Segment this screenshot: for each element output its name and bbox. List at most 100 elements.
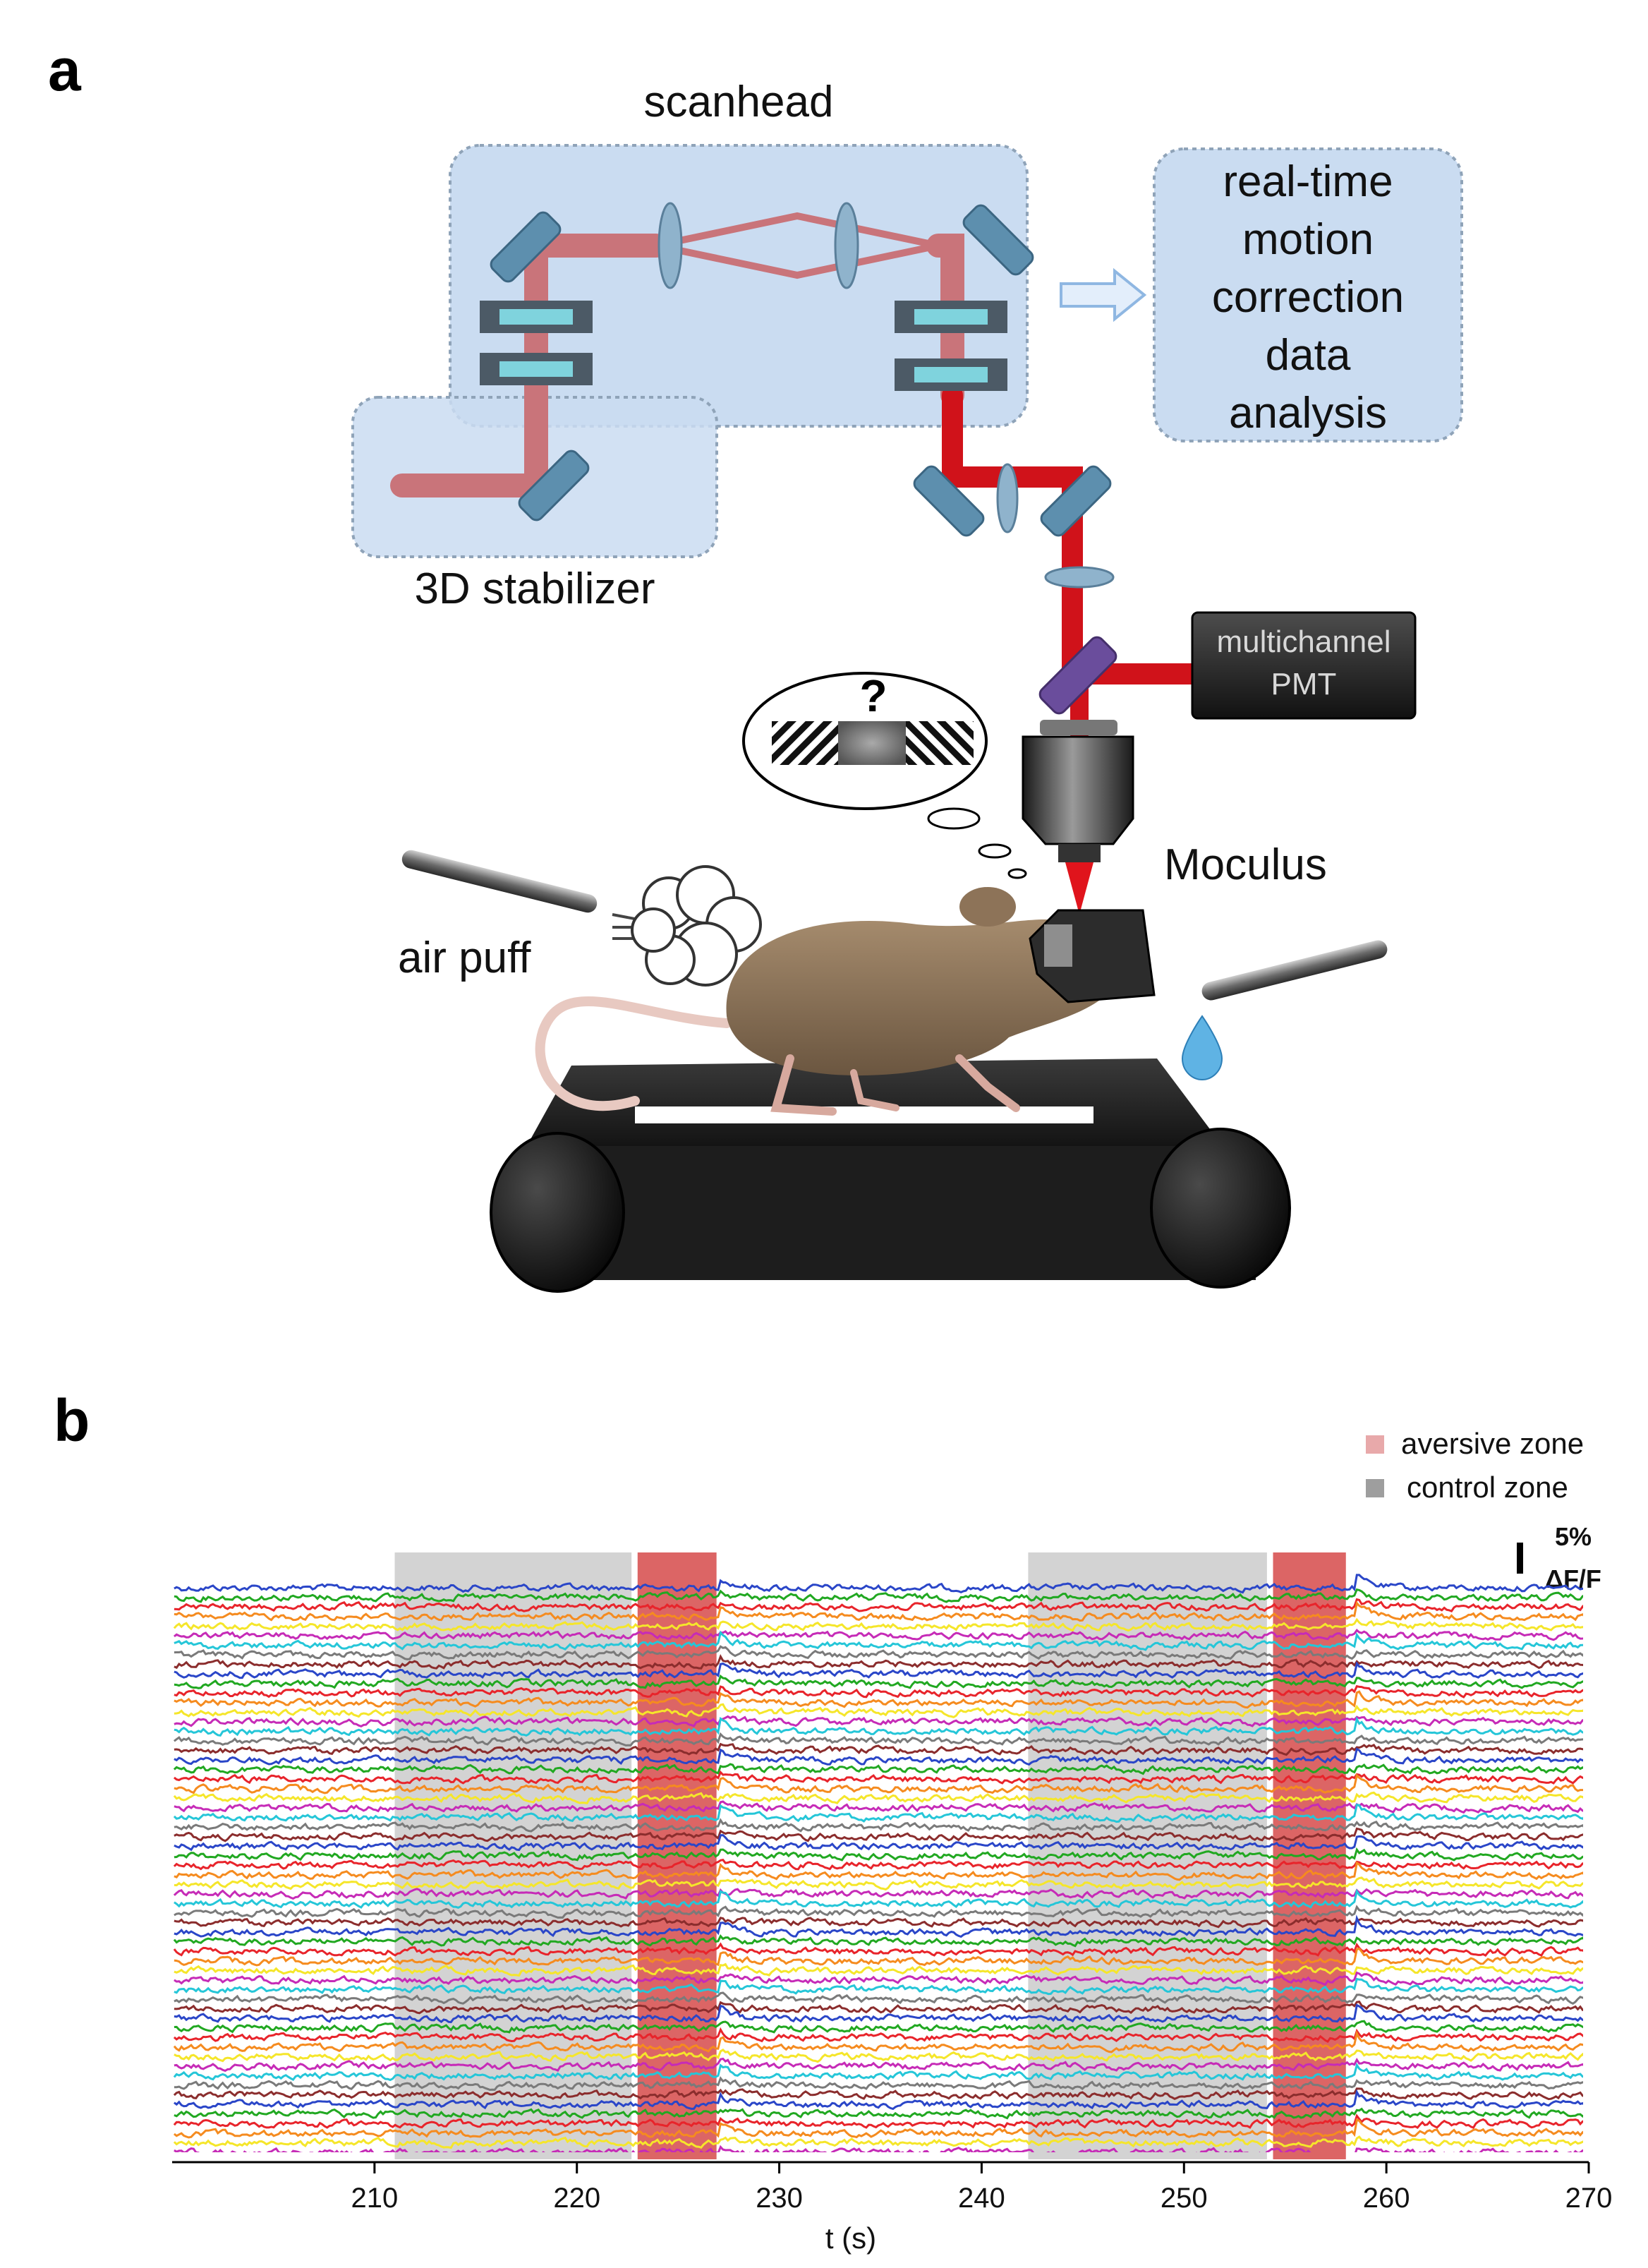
legend-label-control: control zone <box>1407 1471 1568 1504</box>
trace-6 <box>173 1628 1583 1641</box>
trace-44 <box>174 1991 1583 2005</box>
treadmill <box>490 1058 1291 1293</box>
dichroic-mirror <box>1038 636 1117 715</box>
trace-21 <box>173 1770 1583 1785</box>
trace-60 <box>174 2145 1583 2152</box>
scanhead-label: scanhead <box>644 78 834 126</box>
trace-17 <box>173 1732 1583 1747</box>
x-tick-label-210: 210 <box>351 2183 398 2214</box>
trace-5 <box>173 1617 1583 1632</box>
trace-16 <box>174 1716 1583 1737</box>
pmt-label-line-1: multichannel <box>1216 625 1390 659</box>
mouse-illustration <box>535 887 1156 1116</box>
x-tick-label-250: 250 <box>1161 2183 1208 2214</box>
trace-59 <box>173 2135 1583 2149</box>
analysis-line-4: data <box>1266 331 1351 380</box>
stabilizer-label: 3D stabilizer <box>414 565 655 613</box>
grating-left <box>772 721 838 765</box>
trace-18 <box>174 1742 1583 1756</box>
trace-24 <box>174 1800 1583 1814</box>
traces-layer <box>173 1574 1583 2152</box>
trace-53 <box>174 2076 1583 2092</box>
scanhead-box <box>449 144 1029 428</box>
trace-51 <box>174 2057 1583 2073</box>
mirror-group <box>490 204 1112 537</box>
trace-39 <box>173 1942 1583 1958</box>
trace-43 <box>174 1977 1583 1996</box>
analysis-box <box>1153 147 1463 442</box>
trace-10 <box>174 1660 1583 1679</box>
trace-26 <box>174 1818 1583 1833</box>
trace-31 <box>174 1861 1583 1881</box>
x-tick-label-220: 220 <box>553 2183 600 2214</box>
data-flow-arrow <box>1060 267 1147 322</box>
question-mark: ? <box>859 670 887 721</box>
trace-38 <box>173 1934 1583 1948</box>
trace-8 <box>174 1645 1583 1660</box>
trace-50 <box>174 2049 1583 2063</box>
trace-7 <box>174 1630 1583 1651</box>
noise-patch <box>838 721 906 765</box>
grating-right <box>906 721 974 765</box>
trace-45 <box>174 2000 1583 2015</box>
x-tick-label-240: 240 <box>958 2183 1005 2214</box>
trace-47 <box>174 2020 1583 2034</box>
x-tick-label-270: 270 <box>1565 2183 1613 2214</box>
thought-bubble: ? <box>742 670 1027 879</box>
analysis-line-1: real-time <box>1223 157 1393 206</box>
trace-11 <box>174 1674 1583 1689</box>
trace-28 <box>174 1834 1583 1852</box>
scanner-group <box>480 301 1007 391</box>
trace-3 <box>174 1598 1583 1613</box>
air-puff-tube <box>401 850 643 940</box>
trace-2 <box>174 1588 1583 1603</box>
trace-37 <box>174 1914 1583 1938</box>
trace-58 <box>173 2118 1583 2139</box>
trace-36 <box>174 1917 1583 1929</box>
trace-30 <box>173 1858 1583 1871</box>
trace-20 <box>173 1763 1583 1775</box>
panel-b-letter: b <box>54 1387 90 1454</box>
x-axis-title: t (s) <box>825 2221 876 2255</box>
trace-22 <box>174 1773 1583 1795</box>
lens-group <box>658 202 1115 589</box>
trace-33 <box>173 1888 1583 1900</box>
legend-swatch-aversive <box>1366 1435 1384 1454</box>
panel-a-letter: a <box>48 37 82 103</box>
trace-35 <box>174 1905 1583 1919</box>
legend-swatch-control <box>1366 1479 1384 1497</box>
excitation-cone <box>1065 862 1093 915</box>
analysis-line-3: correction <box>1212 273 1404 322</box>
trace-12 <box>174 1684 1583 1699</box>
trace-56 <box>174 2107 1583 2120</box>
scale-bar-value: 5% <box>1555 1522 1592 1551</box>
trace-15 <box>174 1715 1583 1728</box>
trace-48 <box>173 2027 1583 2044</box>
trace-29 <box>174 1847 1583 1862</box>
trace-4 <box>174 1600 1583 1622</box>
scale-bar: 5% ΔF/F <box>1517 1522 1601 1593</box>
x-tick-label-260: 260 <box>1363 2183 1410 2214</box>
trace-32 <box>174 1876 1583 1891</box>
analysis-line-2: motion <box>1242 215 1374 264</box>
moculus-label: Moculus <box>1164 840 1327 889</box>
trace-54 <box>173 2087 1583 2101</box>
trace-27 <box>174 1827 1583 1842</box>
scale-bar-line <box>1517 1543 1523 1574</box>
trace-52 <box>173 2062 1583 2082</box>
objective-lens <box>1022 720 1134 862</box>
legend: aversive zone control zone <box>1366 1427 1584 1504</box>
trace-25 <box>173 1803 1583 1823</box>
trace-13 <box>174 1690 1583 1709</box>
pmt-label-line-2: PMT <box>1271 667 1337 701</box>
trace-49 <box>173 2029 1583 2053</box>
air-puff-label: air puff <box>398 934 531 982</box>
analysis-line-5: analysis <box>1229 389 1387 438</box>
air-puff-cloud <box>631 865 762 987</box>
trace-57 <box>173 2113 1583 2129</box>
trace-46 <box>174 2003 1583 2024</box>
trace-1 <box>174 1574 1583 1594</box>
trace-14 <box>174 1703 1583 1719</box>
